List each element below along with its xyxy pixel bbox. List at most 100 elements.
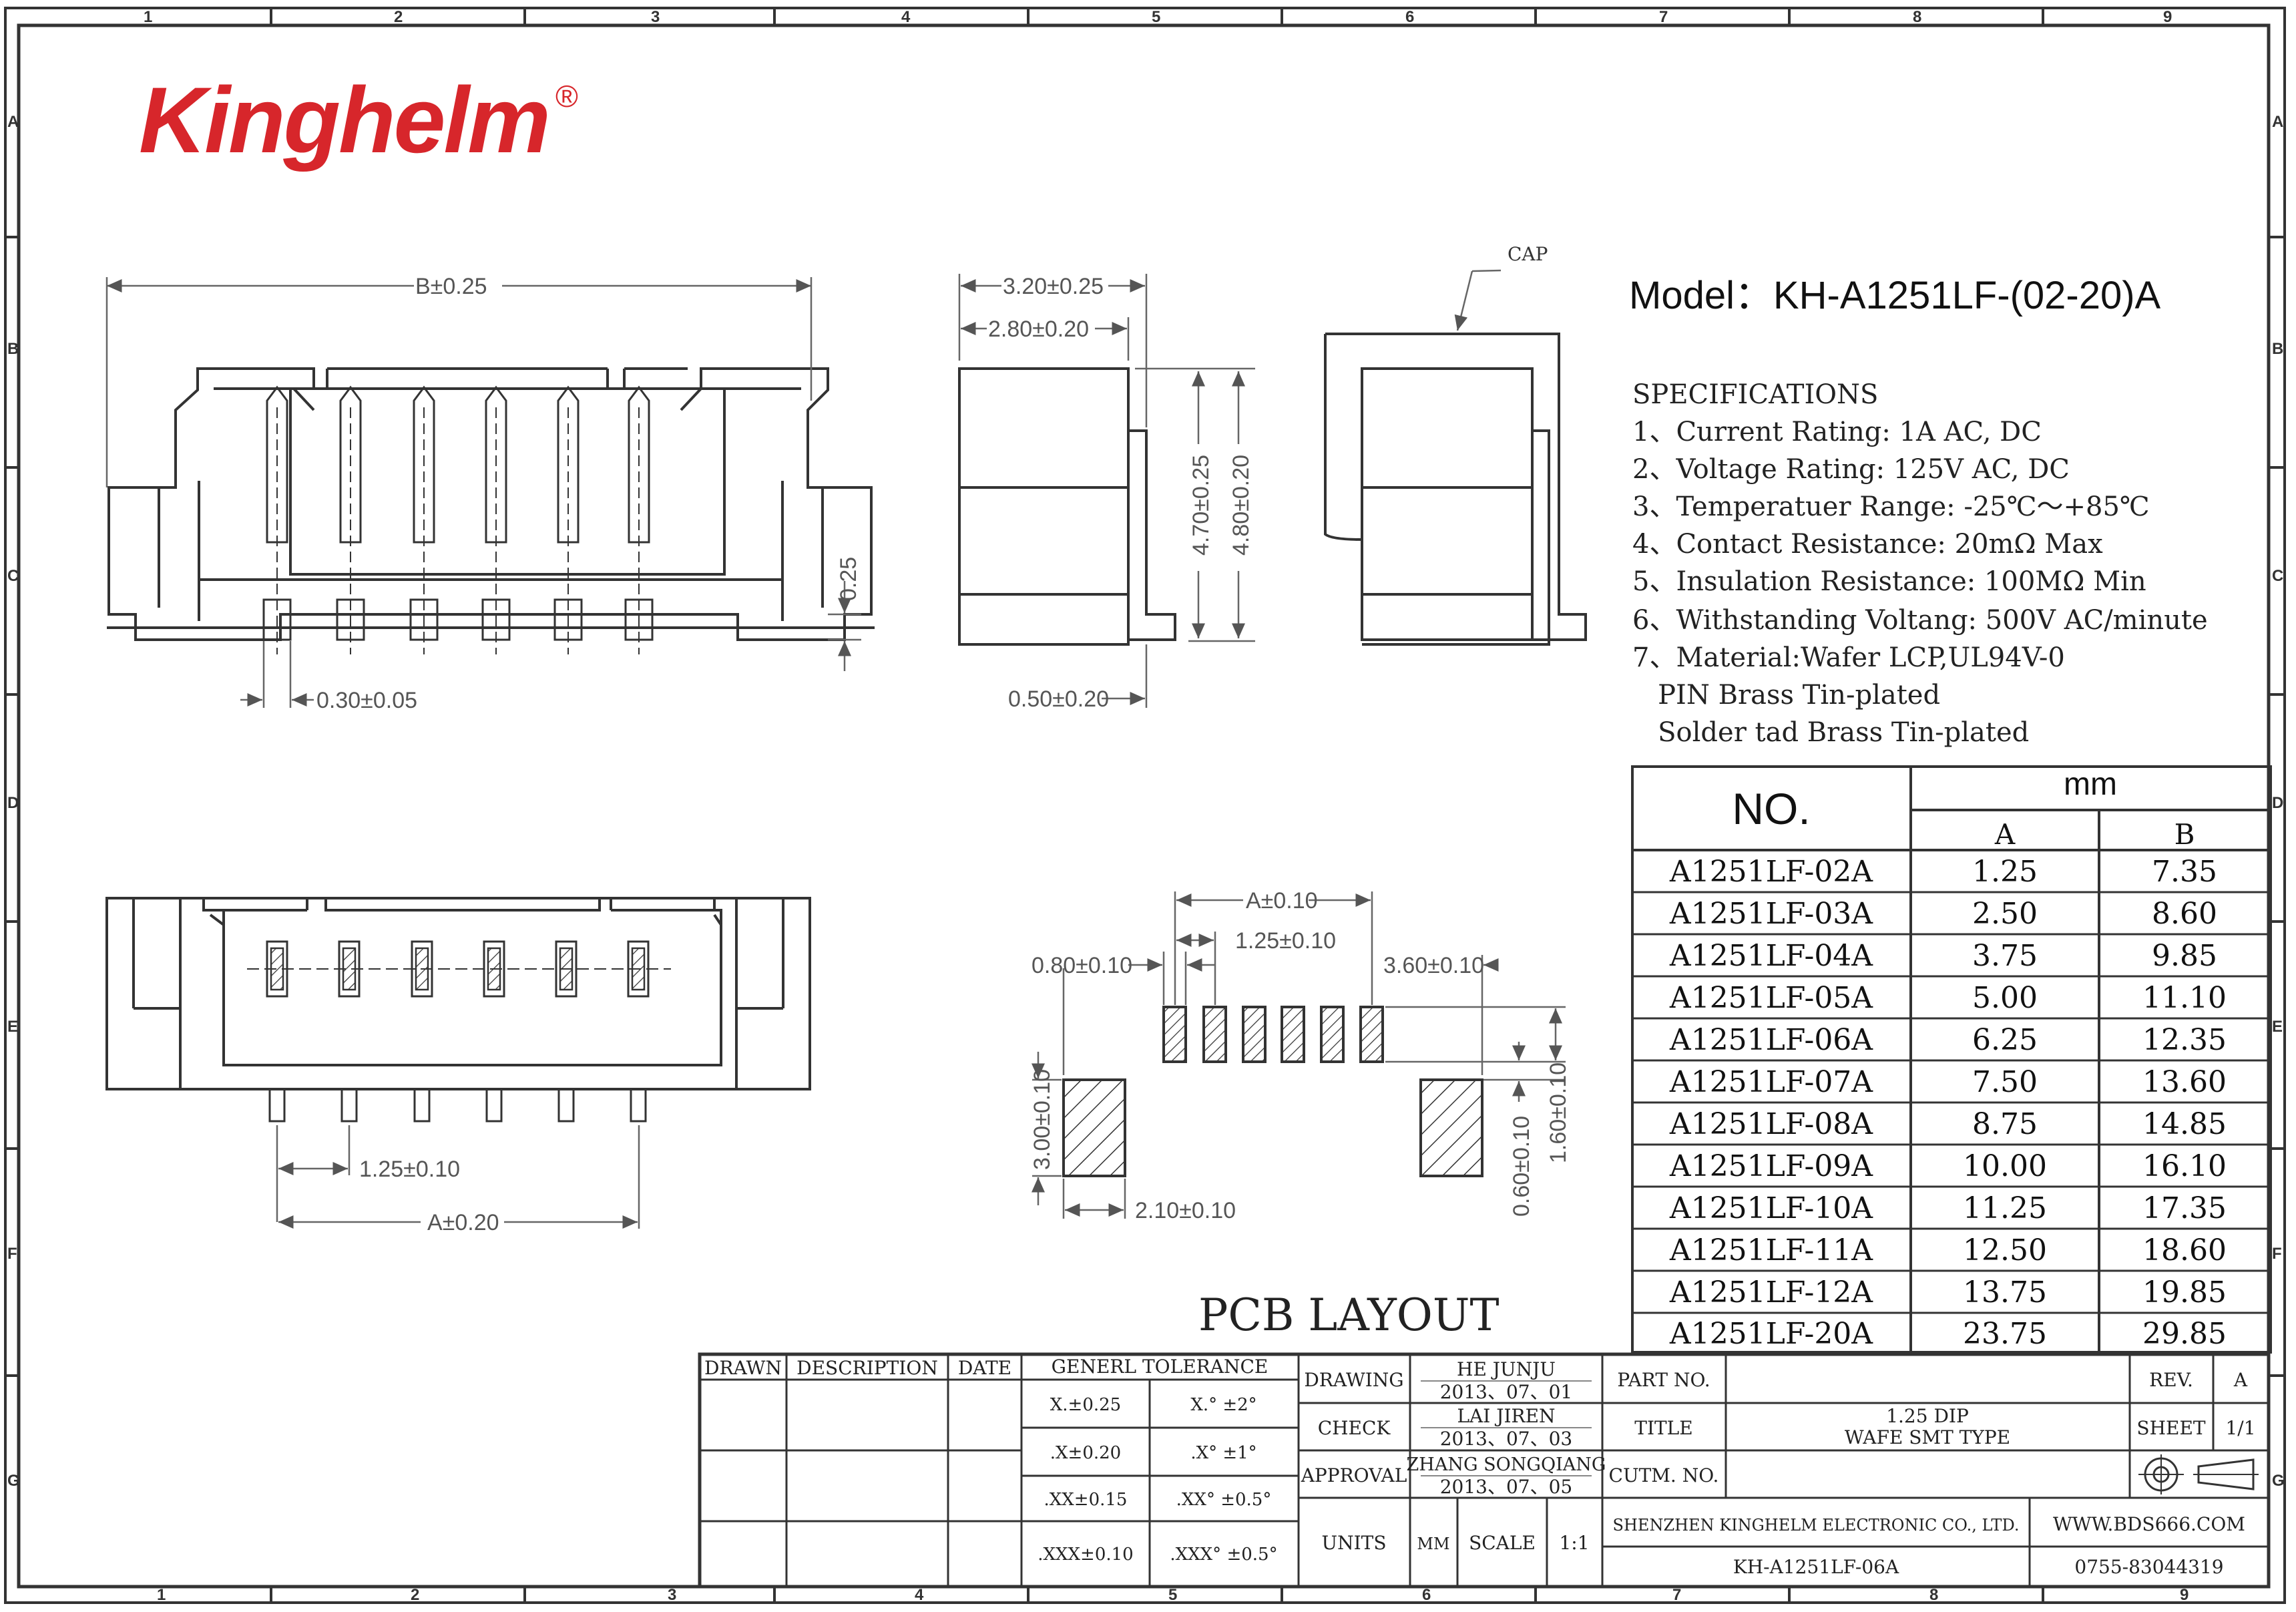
table-cell-b: 19.85 — [2142, 1275, 2227, 1309]
spec-line: 2、Voltage Rating: 125V AC, DC — [1632, 454, 2070, 485]
tb-title-line2: WAFE SMT TYPE — [1845, 1426, 2010, 1448]
table-cell-no: A1251LF-07A — [1669, 1065, 1873, 1099]
tb-cutm-no: CUTM. NO. — [1609, 1464, 1719, 1486]
col-label-top-2: 2 — [394, 8, 403, 26]
tb-sheet: SHEET — [2136, 1417, 2205, 1439]
front-view-dimensions — [105, 277, 861, 708]
brand-registered-mark: ® — [555, 79, 578, 114]
pcb-160-label: 1.60±0.10 — [1546, 1062, 1571, 1163]
tb-check-name: LAI JIREN — [1457, 1405, 1555, 1427]
dim-280-label: 2.80±0.20 — [988, 317, 1089, 342]
side-view — [958, 367, 1176, 646]
col-label-top-1: 1 — [144, 8, 152, 26]
table-cell-no: A1251LF-05A — [1669, 981, 1873, 1015]
table-cell-b: 18.60 — [2142, 1233, 2227, 1267]
table-cell-no: A1251LF-04A — [1669, 939, 1873, 973]
pcb-layout — [1062, 1006, 1483, 1177]
border-zone-labels: 1 2 3 4 5 6 7 8 9 1 2 3 4 5 6 7 8 9 A B … — [7, 8, 2285, 1604]
dim-470-label: 4.70±0.25 — [1188, 455, 1214, 556]
table-cell-a: 2.50 — [1972, 897, 2038, 931]
brand-logo: Kinghelm ® — [139, 67, 578, 172]
table-cell-no: A1251LF-10A — [1669, 1191, 1873, 1225]
cap-leader — [1454, 269, 1502, 331]
table-cell-a: 6.25 — [1972, 1023, 2038, 1057]
dim-480-label: 4.80±0.20 — [1228, 455, 1254, 556]
pcb-080-label: 0.80±0.10 — [1031, 953, 1132, 978]
table-cell-no: A1251LF-11A — [1669, 1233, 1873, 1267]
col-label-bottom-6: 6 — [1422, 1586, 1431, 1604]
tb-sheet-val: 1/1 — [2225, 1417, 2255, 1439]
table-cell-a: 13.75 — [1963, 1275, 2047, 1309]
tb-title: TITLE — [1634, 1417, 1692, 1439]
pcb-060-label: 0.60±0.10 — [1509, 1116, 1534, 1217]
table-cell-no: A1251LF-08A — [1669, 1107, 1873, 1141]
tb-title-line1: 1.25 DIP — [1886, 1405, 1969, 1427]
cap-label: CAP — [1508, 243, 1548, 265]
tb-tol: .XX±0.15 — [1044, 1490, 1128, 1510]
row-label-left-G: G — [7, 1472, 20, 1490]
tb-company: SHENZHEN KINGHELM ELECTRONIC CO., LTD. — [1613, 1516, 2020, 1535]
tb-drawing-name: HE JUNJU — [1457, 1358, 1556, 1380]
pcb-dim-labels: A±0.10 1.25±0.10 0.80±0.10 3.60±0.10 3.0… — [1029, 888, 1571, 1223]
spec-line: PIN Brass Tin-plated — [1632, 680, 1940, 711]
tb-mm: MM — [1417, 1535, 1449, 1553]
pcb-125-label: 1.25±0.10 — [1235, 928, 1336, 954]
tb-tol: X.±0.25 — [1050, 1395, 1121, 1415]
tb-approval-name: ZHANG SONGQIANG — [1407, 1454, 1606, 1475]
top-view-dim-labels: 1.25±0.10 A±0.20 — [359, 1157, 499, 1235]
col-label-top-8: 8 — [1913, 8, 1921, 26]
tb-drawing-date: 2013、07、01 — [1440, 1381, 1573, 1403]
top-view — [105, 897, 811, 1123]
table-cell-a: 23.75 — [1963, 1317, 2047, 1351]
tb-check-date: 2013、07、03 — [1440, 1428, 1573, 1450]
row-label-left-A: A — [7, 113, 19, 131]
col-label-bottom-4: 4 — [915, 1586, 924, 1604]
row-label-right-B: B — [2272, 340, 2283, 358]
dim-b-label: B±0.25 — [415, 274, 487, 299]
brand-name: Kinghelm — [139, 67, 549, 172]
tb-drawing-no: KH-A1251LF-06A — [1733, 1556, 1899, 1578]
front-view — [107, 367, 875, 654]
col-label-bottom-3: 3 — [668, 1586, 676, 1604]
row-label-left-E: E — [7, 1018, 18, 1036]
table-cell-b: 14.85 — [2142, 1107, 2227, 1141]
pcb-dimensions — [1031, 891, 1566, 1219]
tb-approval: APPROVAL — [1301, 1464, 1407, 1486]
col-label-top-7: 7 — [1659, 8, 1668, 26]
tb-scale: SCALE — [1469, 1532, 1536, 1554]
title-block — [698, 1352, 2271, 1589]
table-cell-b: 17.35 — [2142, 1191, 2227, 1225]
col-label-bottom-5: 5 — [1168, 1586, 1177, 1604]
table-cell-b: 13.60 — [2142, 1065, 2227, 1099]
tb-drawn: DRAWN — [704, 1357, 782, 1379]
table-header-b: B — [2174, 818, 2195, 851]
dimension-table: NO. mm A B A1251LF-02A 1.25 7.35 A1251LF… — [1631, 765, 2272, 1354]
tb-scale-val: 1:1 — [1559, 1532, 1589, 1554]
table-cell-no: A1251LF-06A — [1669, 1023, 1873, 1057]
specifications: SPECIFICATIONS 1、Current Rating: 1A AC, … — [1632, 379, 2208, 748]
tb-rev: REV. — [2149, 1369, 2193, 1391]
table-cell-b: 12.35 — [2142, 1023, 2227, 1057]
pcb-layout-title: PCB LAYOUT — [1198, 1289, 1500, 1341]
tb-description: DESCRIPTION — [796, 1357, 938, 1379]
pcb-360-label: 3.60±0.10 — [1383, 953, 1484, 978]
tb-part-no: PART NO. — [1617, 1369, 1710, 1391]
row-label-right-F: F — [2272, 1245, 2282, 1263]
row-label-left-B: B — [7, 340, 19, 358]
side-view-dim-labels: 3.20±0.25 2.80±0.20 4.70±0.25 4.80±0.20 … — [988, 274, 1254, 712]
col-label-bottom-1: 1 — [157, 1586, 166, 1604]
tb-approval-date: 2013、07、05 — [1440, 1476, 1573, 1498]
spec-line: 3、Temperatuer Range: -25℃～+85℃ — [1632, 491, 2150, 522]
tb-drawing: DRAWING — [1304, 1369, 1403, 1391]
title-block-text: DRAWN DESCRIPTION DATE GENERL TOLERANCE … — [704, 1356, 2255, 1578]
pcb-300-label: 3.00±0.10 — [1029, 1069, 1055, 1170]
dim-a020-label: A±0.20 — [427, 1210, 499, 1235]
col-label-bottom-7: 7 — [1672, 1586, 1681, 1604]
table-header-unit: mm — [2064, 767, 2117, 802]
row-label-right-A: A — [2272, 113, 2283, 131]
table-cell-b: 8.60 — [2152, 897, 2217, 931]
tb-rev-val: A — [2233, 1369, 2248, 1391]
spec-line: 5、Insulation Resistance: 100MΩ Min — [1632, 566, 2146, 597]
side-view-dimensions — [958, 274, 1255, 708]
col-label-bottom-9: 9 — [2180, 1586, 2189, 1604]
